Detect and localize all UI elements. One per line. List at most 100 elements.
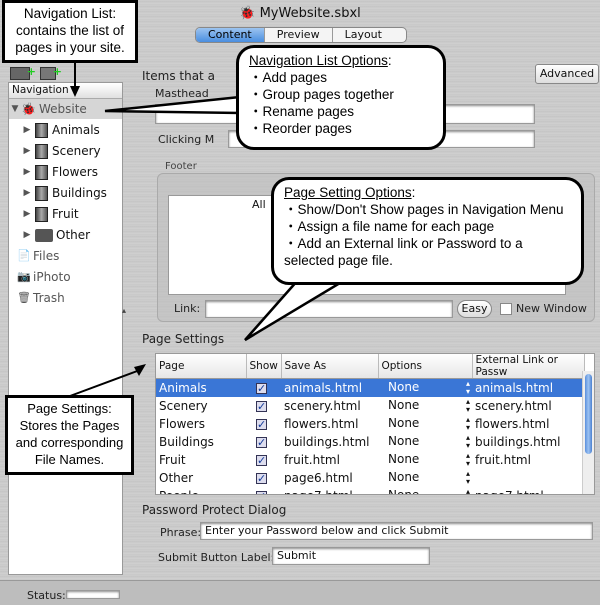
external-link-cell[interactable]: animals.html — [472, 378, 584, 397]
options-cell[interactable]: None▴▾ — [388, 396, 471, 414]
external-link-cell[interactable]: page7.html — [472, 487, 584, 495]
save-as-cell[interactable]: buildings.html — [284, 434, 370, 449]
resize-handle-icon[interactable]: ▴ — [122, 306, 127, 315]
show-checkbox[interactable]: ✓ — [256, 453, 267, 467]
show-checkbox[interactable]: ✓ — [256, 381, 267, 395]
options-cell[interactable]: None▴▾ — [388, 468, 471, 486]
column-header[interactable]: External Link or Passw — [472, 354, 585, 379]
stepper-icon[interactable]: ▴▾ — [466, 450, 471, 468]
phrase-label: Phrase: — [160, 526, 202, 539]
nav-item-files[interactable]: 📄Files — [9, 246, 122, 266]
page-cell: Animals — [156, 378, 246, 397]
table-row[interactable]: Buildings ✓ buildings.html None▴▾ buildi… — [156, 433, 584, 451]
show-checkbox[interactable]: ✓ — [256, 417, 267, 431]
nav-item-buildings[interactable]: ▶Buildings — [9, 183, 122, 203]
page-cell: Scenery — [159, 398, 208, 413]
table-row[interactable]: Fruit ✓ fruit.html None▴▾ fruit.html — [156, 451, 584, 469]
disclosure-closed-icon[interactable]: ▶ — [23, 188, 31, 198]
add-page-icon[interactable]: + — [10, 66, 36, 80]
callout-navigation-list: Navigation List: contains the list of pa… — [2, 0, 138, 63]
page-cell: People — [156, 487, 246, 495]
callout-page-settings: Page Settings: Stores the Pages and corr… — [5, 395, 134, 475]
stepper-icon[interactable]: ▴▾ — [466, 414, 471, 432]
disclosure-closed-icon[interactable]: ▶ — [23, 230, 31, 240]
external-link-cell[interactable]: fruit.html — [475, 452, 531, 467]
save-as-cell[interactable]: page7.html — [281, 487, 378, 495]
nav-item-website[interactable]: ▼🐞Website — [9, 99, 122, 119]
page-cell: Other — [159, 470, 194, 485]
save-as-cell[interactable]: fruit.html — [284, 452, 340, 467]
stepper-icon[interactable]: ▴▾ — [466, 396, 471, 414]
nav-item-fruit[interactable]: ▶Fruit — [9, 204, 122, 224]
page-cell: Buildings — [159, 434, 214, 449]
disclosure-open-icon[interactable]: ▼ — [11, 104, 19, 114]
submit-label-label: Submit Button Label: — [158, 551, 275, 564]
add-group-icon[interactable]: + — [40, 66, 62, 80]
new-window-checkbox[interactable] — [500, 303, 512, 315]
page-icon — [35, 185, 48, 201]
column-header[interactable]: Show — [246, 354, 282, 379]
masthead-label: Masthead — [155, 87, 209, 100]
stepper-icon[interactable]: ▴▾ — [466, 468, 471, 486]
table-row[interactable]: Flowers ✓ flowers.html None▴▾ flowers.ht… — [156, 415, 584, 433]
trash-icon: 🗑 — [17, 291, 31, 304]
link-input[interactable] — [205, 300, 453, 318]
disclosure-closed-icon[interactable]: ▶ — [23, 209, 31, 219]
column-header[interactable]: Options — [378, 354, 473, 379]
external-link-cell[interactable]: buildings.html — [475, 434, 561, 449]
options-cell[interactable]: None▴▾ — [388, 432, 471, 450]
save-as-cell[interactable]: scenery.html — [284, 398, 361, 413]
arrow-head-icon — [134, 364, 146, 376]
disclosure-closed-icon[interactable]: ▶ — [23, 125, 31, 135]
page-settings-label: Page Settings — [142, 332, 225, 346]
disclosure-closed-icon[interactable]: ▶ — [23, 167, 31, 177]
nav-item-trash[interactable]: 🗑Trash — [9, 288, 122, 308]
status-label: Status: — [27, 589, 66, 602]
advanced-button[interactable]: Advanced — [535, 64, 599, 84]
page-option-item: ・Add an External link or Password to a — [284, 236, 523, 251]
tab-content[interactable]: Content — [196, 28, 265, 42]
external-link-cell[interactable]: scenery.html — [475, 398, 552, 413]
table-row[interactable]: People ✓ page7.html None▴▾ page7.html — [156, 486, 584, 495]
submit-label-input[interactable]: Submit — [272, 547, 430, 565]
table-row[interactable]: Other ✓ page6.html None▴▾ — [156, 469, 584, 487]
stepper-icon[interactable]: ▴▾ — [466, 378, 471, 396]
stepper-icon[interactable]: ▴▾ — [466, 486, 471, 495]
nav-item-iphoto[interactable]: 📷iPhoto — [9, 267, 122, 287]
options-cell[interactable]: None▴▾ — [388, 450, 471, 468]
table-row[interactable]: Animals ✓ animals.html None▴▾ animals.ht… — [156, 378, 584, 397]
options-cell[interactable]: None▴▾ — [378, 378, 472, 397]
external-link-cell[interactable] — [472, 469, 584, 487]
column-header[interactable]: Page — [156, 354, 247, 379]
page-icon — [35, 143, 48, 159]
scrollbar-thumb[interactable] — [585, 374, 592, 454]
external-link-cell[interactable]: flowers.html — [475, 416, 550, 431]
phrase-input[interactable]: Enter your Password below and click Subm… — [200, 522, 593, 540]
table-row[interactable]: Scenery ✓ scenery.html None▴▾ scenery.ht… — [156, 397, 584, 415]
options-cell[interactable]: None▴▾ — [388, 414, 471, 432]
show-checkbox[interactable]: ✓ — [256, 471, 267, 485]
show-checkbox[interactable]: ✓ — [256, 435, 267, 449]
nav-item-flowers[interactable]: ▶Flowers — [9, 162, 122, 182]
tab-preview[interactable]: Preview — [265, 28, 333, 42]
stepper-icon[interactable]: ▴▾ — [466, 432, 471, 450]
save-as-cell[interactable]: flowers.html — [284, 416, 359, 431]
nav-item-scenery[interactable]: ▶Scenery — [9, 141, 122, 161]
nav-item-other[interactable]: ▶Other — [9, 225, 122, 245]
show-checkbox[interactable]: ✓ — [256, 490, 267, 494]
page-cell: Flowers — [159, 416, 205, 431]
show-checkbox[interactable]: ✓ — [256, 399, 267, 413]
view-tabs: Content Preview Layout — [195, 27, 407, 43]
nav-item-animals[interactable]: ▶Animals — [9, 120, 122, 140]
column-header[interactable]: Save As — [281, 354, 379, 379]
tab-layout[interactable]: Layout — [344, 28, 382, 41]
table-scrollbar[interactable] — [582, 371, 594, 494]
save-as-cell[interactable]: animals.html — [281, 378, 378, 397]
easy-button[interactable]: Easy — [457, 300, 492, 318]
save-as-cell[interactable]: page6.html — [284, 470, 353, 485]
options-cell[interactable]: None▴▾ — [378, 486, 472, 495]
disclosure-closed-icon[interactable]: ▶ — [23, 146, 31, 156]
navigation-list[interactable]: Navigation ▼🐞Website ▶Animals▶Scenery▶Fl… — [8, 82, 123, 575]
navigation-header: Navigation — [9, 83, 122, 99]
